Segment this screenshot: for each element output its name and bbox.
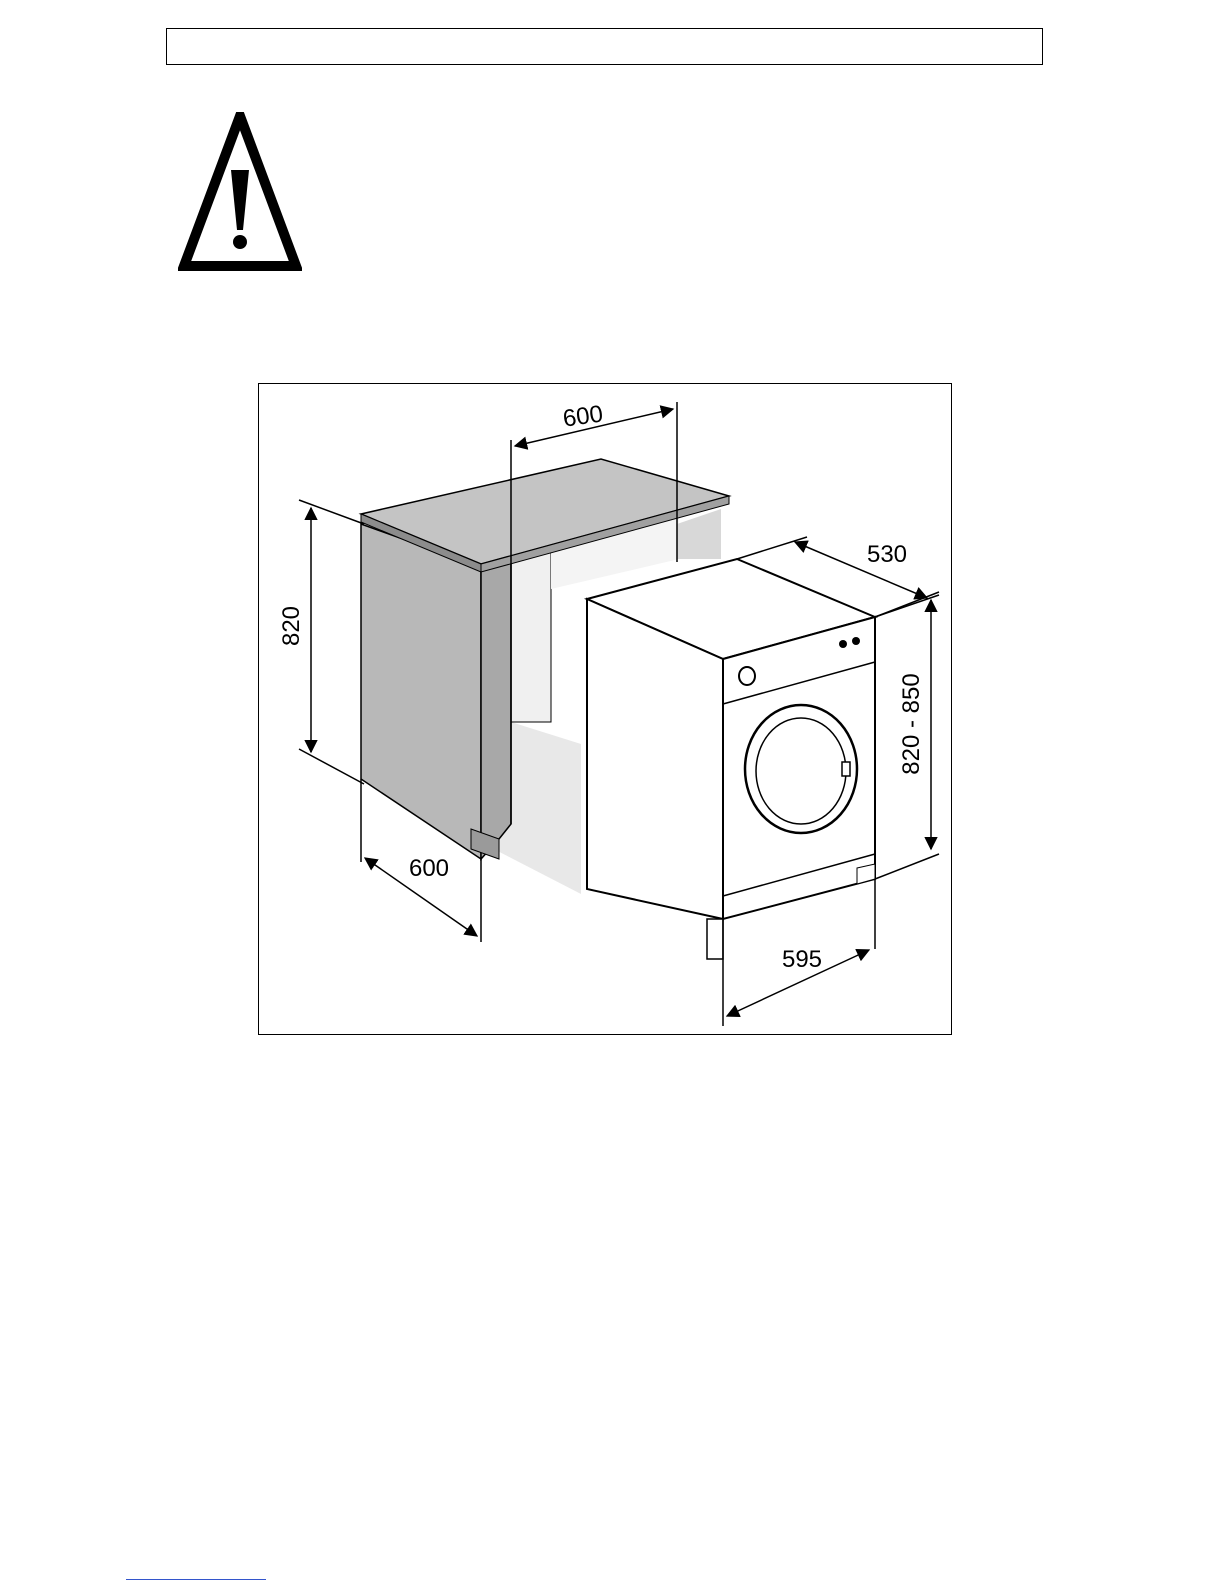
dim-cabinet-depth-label: 600 xyxy=(409,855,449,882)
door-inner xyxy=(756,718,846,824)
cabinet-side-panel xyxy=(361,524,481,859)
machine-plinth xyxy=(707,919,723,959)
dim-machine-height-label: 820 - 850 xyxy=(898,673,925,774)
installation-dimensions-figure: 600 820 600 530 820 - 850 595 xyxy=(258,383,952,1035)
machine-foot-right xyxy=(857,864,875,884)
footnote-separator xyxy=(126,1579,266,1580)
dim-cabinet-height-label: 820 xyxy=(278,606,305,646)
dim-machine-depth-label: 530 xyxy=(867,541,907,568)
header-box xyxy=(166,28,1043,65)
indicator-light-2 xyxy=(852,637,860,645)
program-knob xyxy=(739,667,755,685)
recess-back xyxy=(511,546,551,722)
dimensions-diagram: 600 820 600 530 820 - 850 595 xyxy=(259,384,951,1034)
door-handle xyxy=(842,762,850,776)
dim-cabinet-width-label: 600 xyxy=(561,400,604,432)
indicator-light-1 xyxy=(839,640,847,648)
dim-machine-width-label: 595 xyxy=(782,946,822,973)
cabinet-front-leg xyxy=(481,557,511,859)
warning-triangle-icon xyxy=(178,112,302,272)
